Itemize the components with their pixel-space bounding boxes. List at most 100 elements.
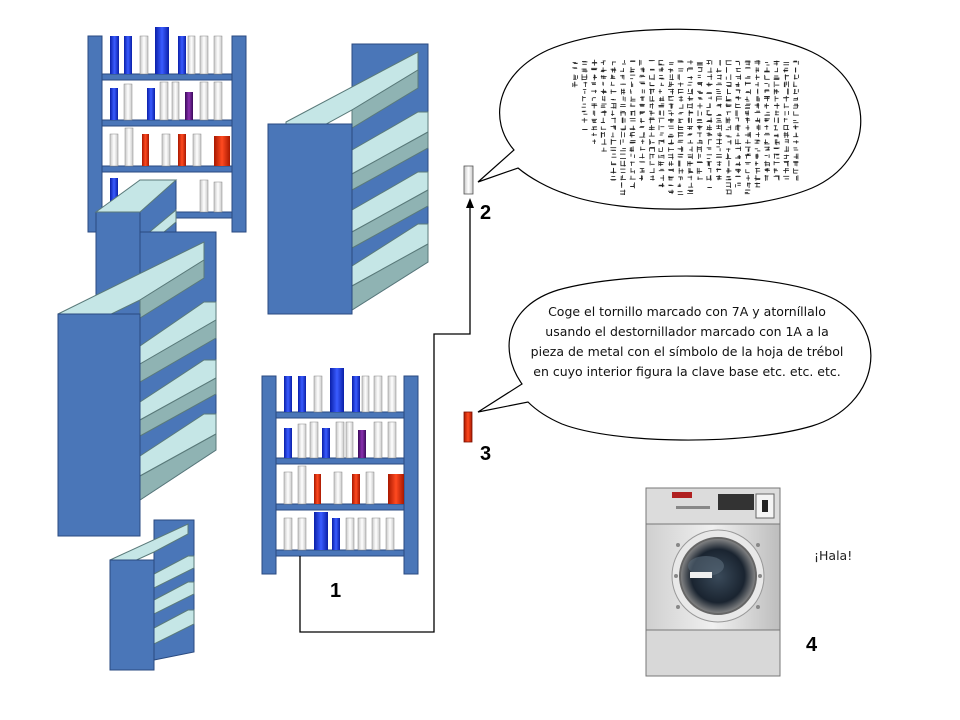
script-glyph-stroke <box>764 78 770 80</box>
script-glyph-stroke <box>690 175 692 181</box>
script-glyph-stroke <box>735 103 737 108</box>
script-glyph-stroke <box>649 128 653 130</box>
script-glyph-stroke <box>591 118 597 120</box>
script-glyph-stroke <box>777 133 779 138</box>
script-glyph-stroke <box>716 169 722 170</box>
script-glyph-stroke <box>698 93 703 94</box>
script-glyph-stroke <box>622 148 626 149</box>
script-glyph-stroke <box>620 168 626 170</box>
script-glyph-stroke <box>582 61 587 62</box>
script-glyph-stroke <box>736 163 740 165</box>
script-glyph-stroke <box>795 153 797 159</box>
script-glyph-stroke <box>726 170 732 172</box>
script-glyph-stroke <box>629 129 636 130</box>
script-glyph-stroke <box>757 150 761 152</box>
script-glyph-stroke <box>717 135 722 136</box>
script-glyph-stroke <box>611 176 616 177</box>
script-glyph-stroke <box>572 67 577 69</box>
script-glyph-stroke <box>690 126 692 130</box>
script-glyph-stroke <box>622 96 624 101</box>
script-glyph-stroke <box>592 110 594 115</box>
script-glyph-stroke <box>687 142 694 144</box>
script-glyph-stroke <box>640 105 645 107</box>
script-glyph-stroke <box>764 134 770 136</box>
script-glyph-stroke <box>698 92 703 93</box>
script-glyph-stroke <box>639 111 645 113</box>
script-glyph-stroke <box>591 67 598 69</box>
script-glyph-stroke <box>747 175 749 181</box>
script-glyph-stroke <box>739 90 740 94</box>
script-glyph-stroke <box>764 74 766 79</box>
script-glyph-stroke <box>600 105 605 107</box>
script-glyph-stroke <box>623 74 625 80</box>
script-glyph-stroke <box>581 79 586 80</box>
script-glyph-stroke <box>699 139 701 144</box>
script-glyph-stroke <box>746 153 751 155</box>
script-glyph-stroke <box>735 84 740 86</box>
script-glyph-stroke <box>611 136 615 138</box>
script-glyph-stroke <box>793 98 798 99</box>
script-glyph-stroke <box>632 125 634 131</box>
script-glyph-stroke <box>746 100 750 102</box>
script-glyph-stroke <box>716 154 722 155</box>
script-glyph-stroke <box>716 89 720 90</box>
script-glyph-stroke <box>708 97 712 99</box>
script-glyph-stroke <box>764 96 770 98</box>
script-glyph-stroke <box>629 142 634 144</box>
script-glyph-stroke <box>783 161 789 162</box>
script-glyph-stroke <box>582 97 586 98</box>
script-glyph-stroke <box>581 106 586 108</box>
script-glyph-stroke <box>755 186 761 188</box>
script-glyph-stroke <box>754 112 761 113</box>
script-glyph-stroke <box>747 183 751 185</box>
script-glyph-stroke <box>706 176 708 181</box>
script-glyph-stroke <box>658 105 665 107</box>
script-glyph-stroke <box>745 163 750 165</box>
script-glyph-stroke <box>793 120 797 121</box>
script-glyph-stroke <box>572 82 574 87</box>
script-glyph-stroke <box>639 74 645 76</box>
script-glyph-stroke <box>671 189 673 195</box>
script-glyph-stroke <box>582 63 587 65</box>
script-glyph-stroke <box>622 63 626 65</box>
script-glyph-stroke <box>696 142 703 144</box>
script-glyph-stroke <box>784 74 786 79</box>
script-glyph-stroke <box>773 175 780 177</box>
script-glyph-stroke <box>701 67 703 72</box>
script-glyph-stroke <box>630 103 632 107</box>
script-glyph-stroke <box>687 61 694 63</box>
script-glyph-stroke <box>631 147 633 152</box>
script-glyph-stroke <box>797 89 799 93</box>
script-glyph-stroke <box>726 119 731 121</box>
script-glyph-stroke <box>630 96 632 102</box>
script-glyph-stroke <box>640 121 645 122</box>
script-glyph-stroke <box>738 168 739 174</box>
script-glyph-stroke <box>630 140 636 141</box>
script-glyph-stroke <box>725 100 732 102</box>
script-glyph-stroke <box>765 89 770 91</box>
script-glyph-stroke <box>610 84 615 86</box>
script-glyph-stroke <box>620 128 626 130</box>
script-glyph-stroke <box>783 82 785 87</box>
script-glyph-stroke <box>677 89 684 90</box>
script-glyph-stroke <box>706 161 712 163</box>
script-glyph-stroke <box>783 118 788 120</box>
script-glyph-stroke <box>600 106 606 108</box>
script-glyph-stroke <box>610 68 616 70</box>
script-glyph-stroke <box>716 91 721 92</box>
script-glyph-stroke <box>640 118 642 124</box>
script-glyph-stroke <box>631 111 633 116</box>
script-glyph-stroke <box>650 69 655 71</box>
script-glyph-stroke <box>717 75 722 76</box>
script-glyph-stroke <box>773 88 775 95</box>
script-glyph-stroke <box>582 103 586 105</box>
script-glyph-stroke <box>611 179 616 181</box>
script-glyph-stroke <box>711 60 713 65</box>
script-glyph-stroke <box>593 126 594 131</box>
script-glyph-stroke <box>650 132 652 136</box>
script-glyph-stroke <box>668 119 674 120</box>
script-glyph-stroke <box>767 97 768 102</box>
script-glyph-stroke <box>747 148 749 152</box>
script-glyph-stroke <box>670 91 674 93</box>
script-glyph-stroke <box>708 168 712 169</box>
